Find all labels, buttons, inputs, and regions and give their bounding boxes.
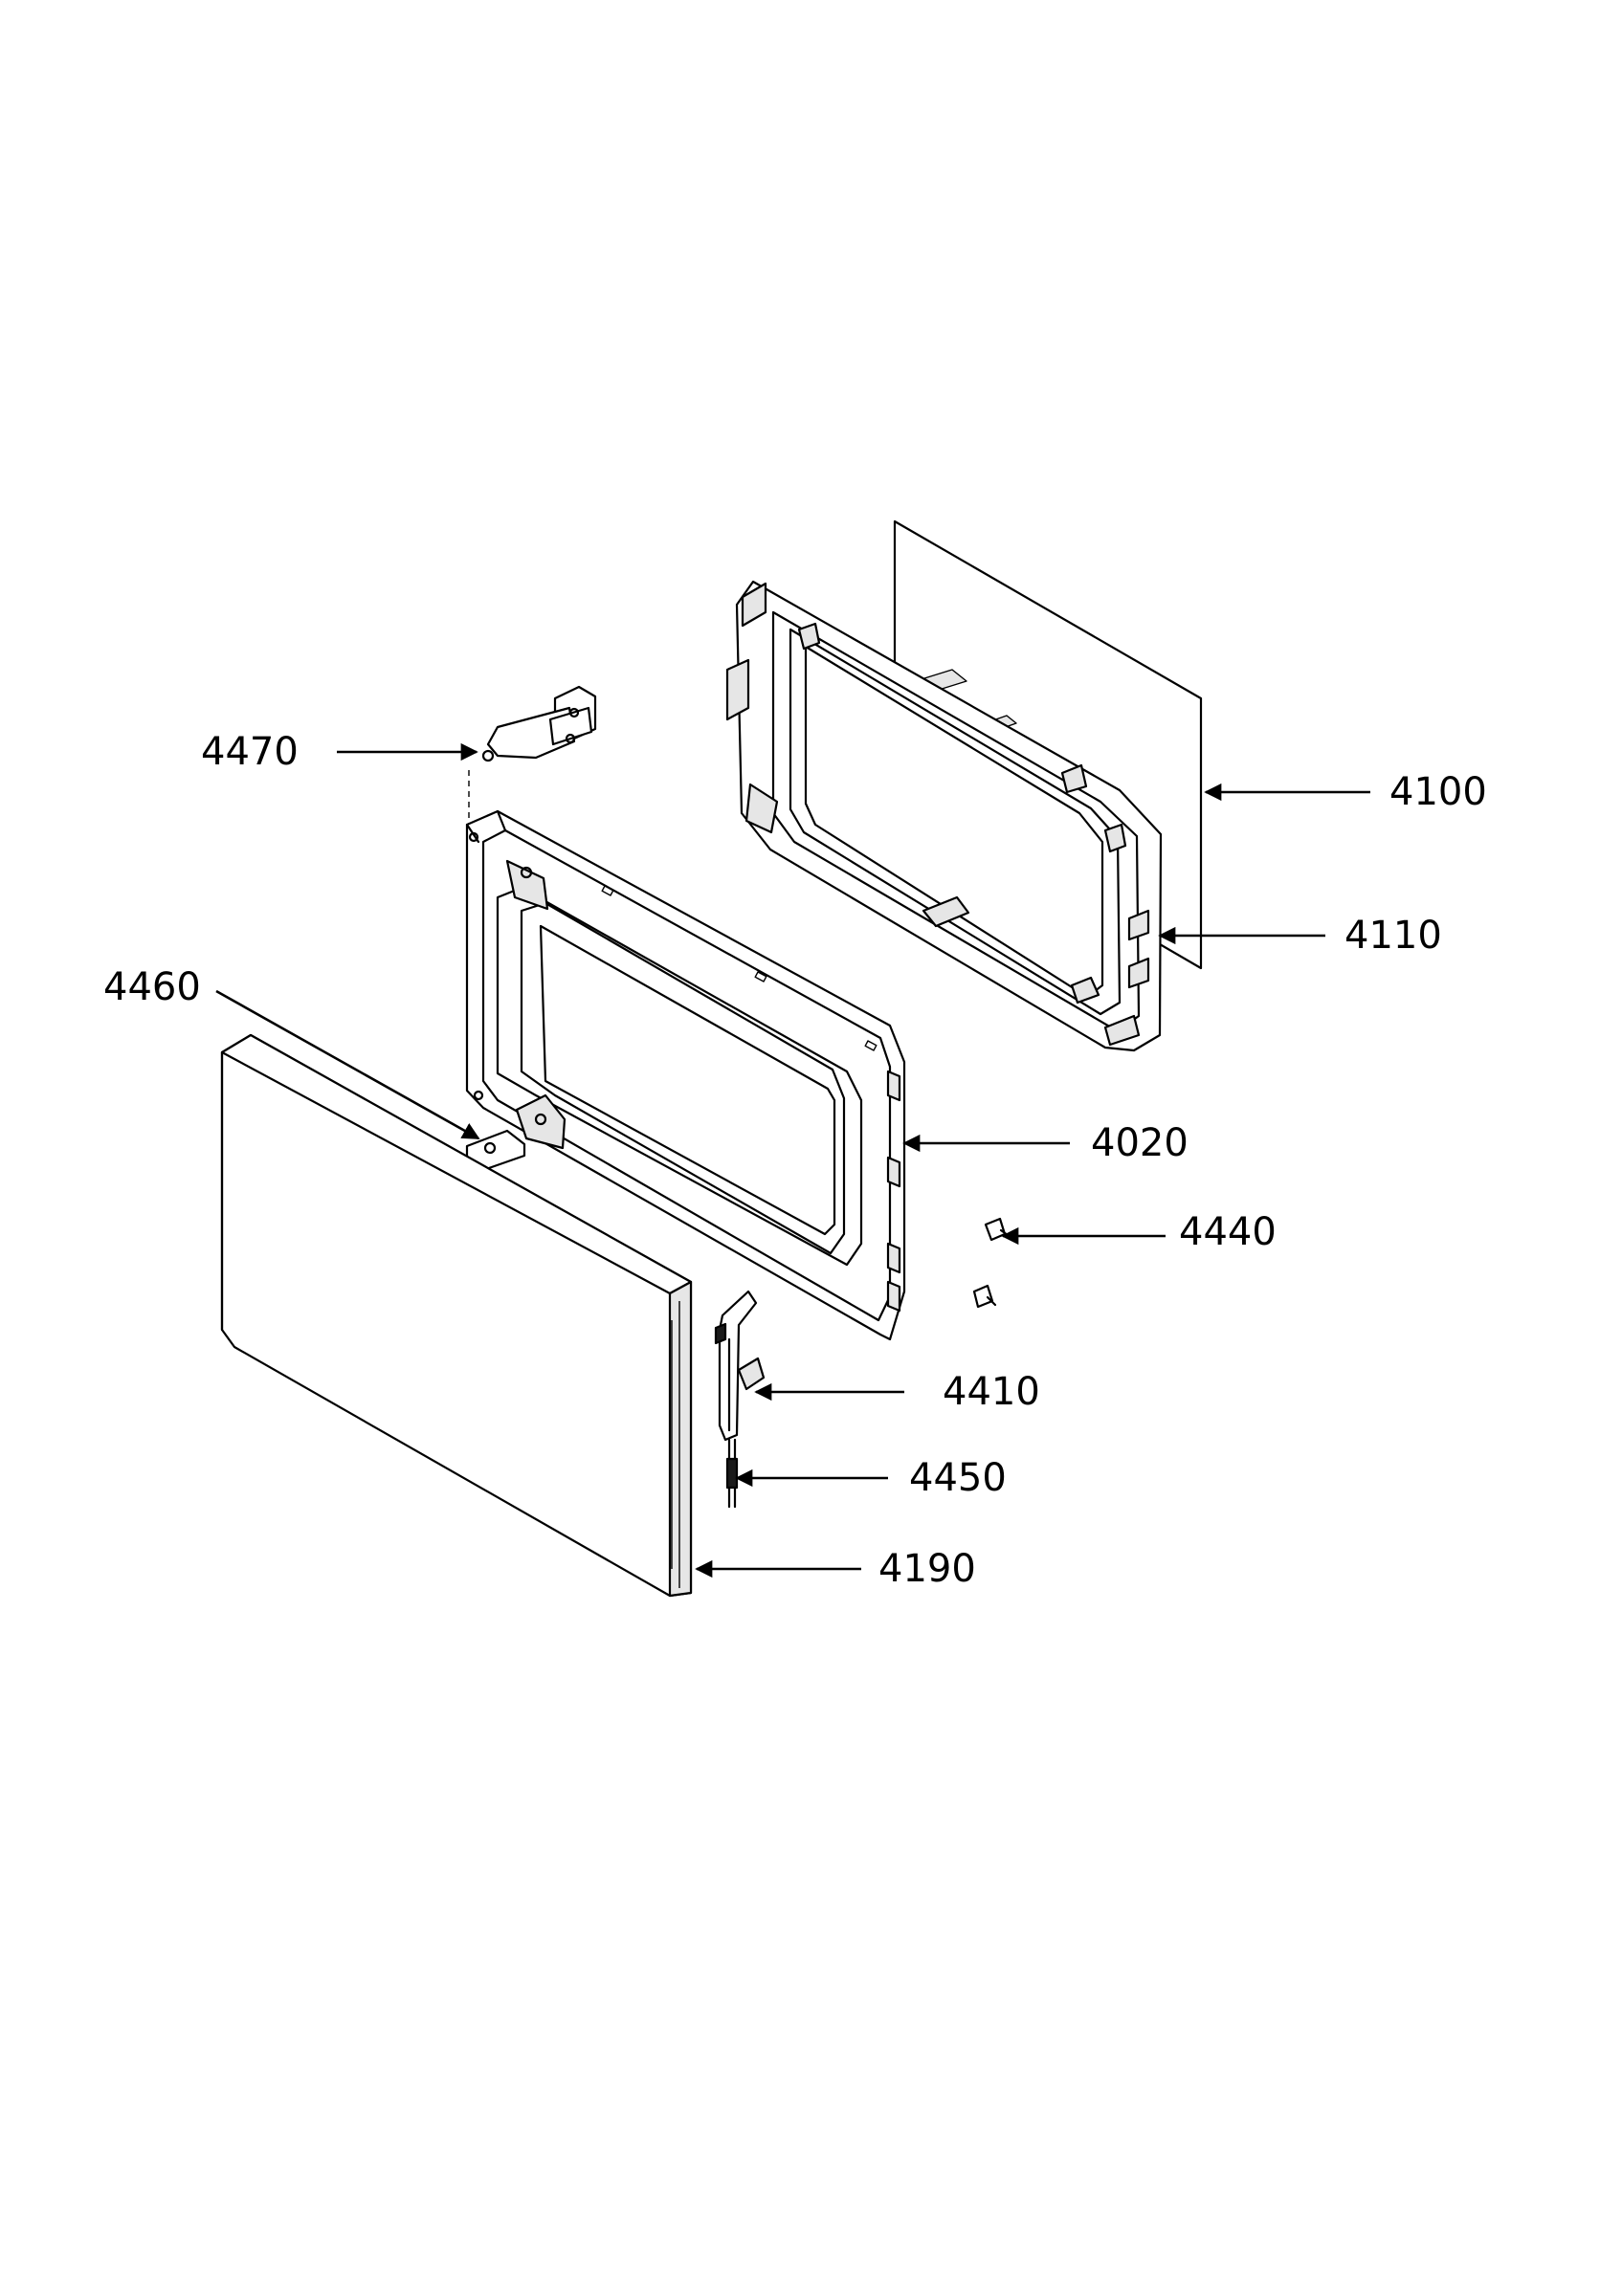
part-4410-latch-hook <box>714 1290 766 1442</box>
label-4440: 4440 <box>1179 1210 1277 1254</box>
label-4460: 4460 <box>103 965 201 1009</box>
arrow-4460 <box>215 989 480 1140</box>
part-4020-door-frame <box>465 809 906 1341</box>
part-4110-choke-frame <box>725 580 1163 1052</box>
part-4450-latch-rod <box>725 1438 739 1509</box>
label-4410: 4410 <box>943 1370 1040 1414</box>
callout-arrows <box>215 742 1370 1578</box>
label-4110: 4110 <box>1344 914 1442 958</box>
label-4020: 4020 <box>1091 1121 1189 1165</box>
label-4190: 4190 <box>878 1547 976 1591</box>
part-4190-door-panel <box>220 1033 693 1598</box>
label-4470: 4470 <box>201 730 299 774</box>
label-4450: 4450 <box>909 1456 1007 1500</box>
part-4470-upper-hinge <box>468 685 597 842</box>
part-4440-screws <box>972 1217 1016 1309</box>
label-4100: 4100 <box>1389 770 1487 814</box>
callout-labels: 4470 4100 4110 4460 4020 4440 4410 4450 … <box>103 730 1487 1591</box>
